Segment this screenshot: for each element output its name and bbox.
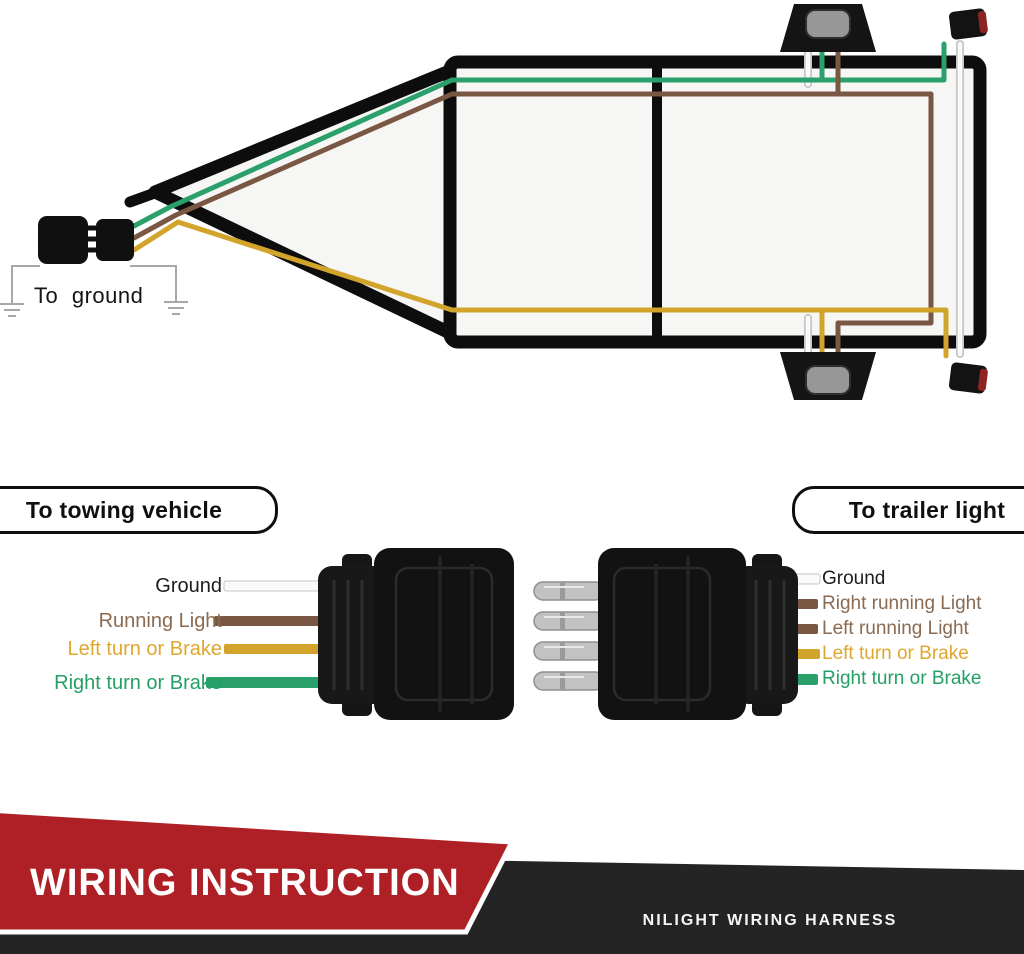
trailer-wire-runs (131, 40, 964, 359)
tail-light-bottom (780, 352, 876, 400)
wire-label-right-turn-right: Right turn or Brake (822, 668, 982, 689)
banner-title: WIRING INSTRUCTION (30, 862, 460, 904)
tail-light-top-lens (805, 9, 851, 39)
marker-bottom-body (949, 362, 987, 394)
wire-label-running-left: Running Light (98, 610, 222, 632)
plug-body-right (96, 219, 134, 261)
pin-4 (533, 671, 605, 691)
brown-wire-run (131, 91, 934, 326)
banner (0, 808, 1024, 954)
pin-3 (533, 641, 605, 661)
yellow-wire-run (131, 219, 949, 359)
to-towing-vehicle-header: To towing vehicle (0, 486, 278, 534)
trailer-plug-connector (38, 216, 134, 264)
ground-lead-left (11, 265, 40, 304)
marker-bottom-lens (977, 368, 988, 391)
harness-wires-left (206, 580, 343, 688)
left-connector-cap (318, 566, 390, 704)
left-connector-body (374, 548, 514, 720)
ground-wire-lines (0, 265, 188, 317)
right-connector-grip-ridges (754, 580, 786, 690)
harness-connector-detail (206, 548, 821, 720)
wire-label-right-turn-left: Right turn or Brake (54, 672, 222, 694)
wire-label-right-running-right: Right running Light (822, 593, 982, 614)
right-connector-body (598, 548, 746, 720)
marker-top-lens (977, 11, 988, 34)
left-connector-face-outline (394, 566, 494, 702)
ground-lead-right (130, 265, 177, 302)
trailer-wiring-diagram (0, 4, 988, 400)
marker-light-bottom-right (949, 362, 988, 394)
tail-light-bottom-lens (805, 365, 851, 395)
ground-symbol-left (0, 303, 24, 317)
wire-label-left-turn-left: Left turn or Brake (67, 638, 222, 660)
left-connector-seams (438, 556, 474, 712)
wire-label-ground-left: Ground (155, 575, 222, 597)
left-connector-grip-ridges (332, 580, 364, 690)
green-wire-run (131, 41, 947, 229)
connector-pins (533, 581, 605, 691)
marker-top-body (949, 8, 987, 40)
to-ground-label: To ground (34, 283, 144, 308)
banner-subtitle: NILIGHT WIRING HARNESS (642, 912, 898, 929)
pin-2 (533, 611, 605, 631)
wire-label-left-turn-right: Left turn or Brake (822, 643, 969, 664)
ground-symbol-right (164, 301, 188, 315)
wire-label-left-running-right: Left running Light (822, 618, 969, 639)
banner-red-ribbon (0, 808, 516, 935)
wire-label-ground-right: Ground (822, 568, 886, 589)
right-connector-cap (734, 566, 798, 704)
running-light-wire-left (214, 616, 342, 626)
right-connector-face-outline (612, 566, 712, 702)
trailer-frame (443, 55, 987, 349)
left-turn-wire-left (224, 644, 342, 654)
harness-connector-right (598, 548, 798, 720)
marker-light-top-right (949, 8, 988, 40)
harness-connector-left (318, 548, 514, 720)
plug-body-left (38, 216, 88, 264)
pin-1 (533, 581, 605, 601)
plug-prongs (86, 225, 100, 253)
right-turn-wire-left (206, 677, 342, 688)
to-trailer-light-header: To trailer light (792, 486, 1024, 534)
trailer-hitch-tip (124, 188, 158, 208)
right-connector-seams (654, 556, 690, 712)
tail-light-top (780, 4, 876, 52)
